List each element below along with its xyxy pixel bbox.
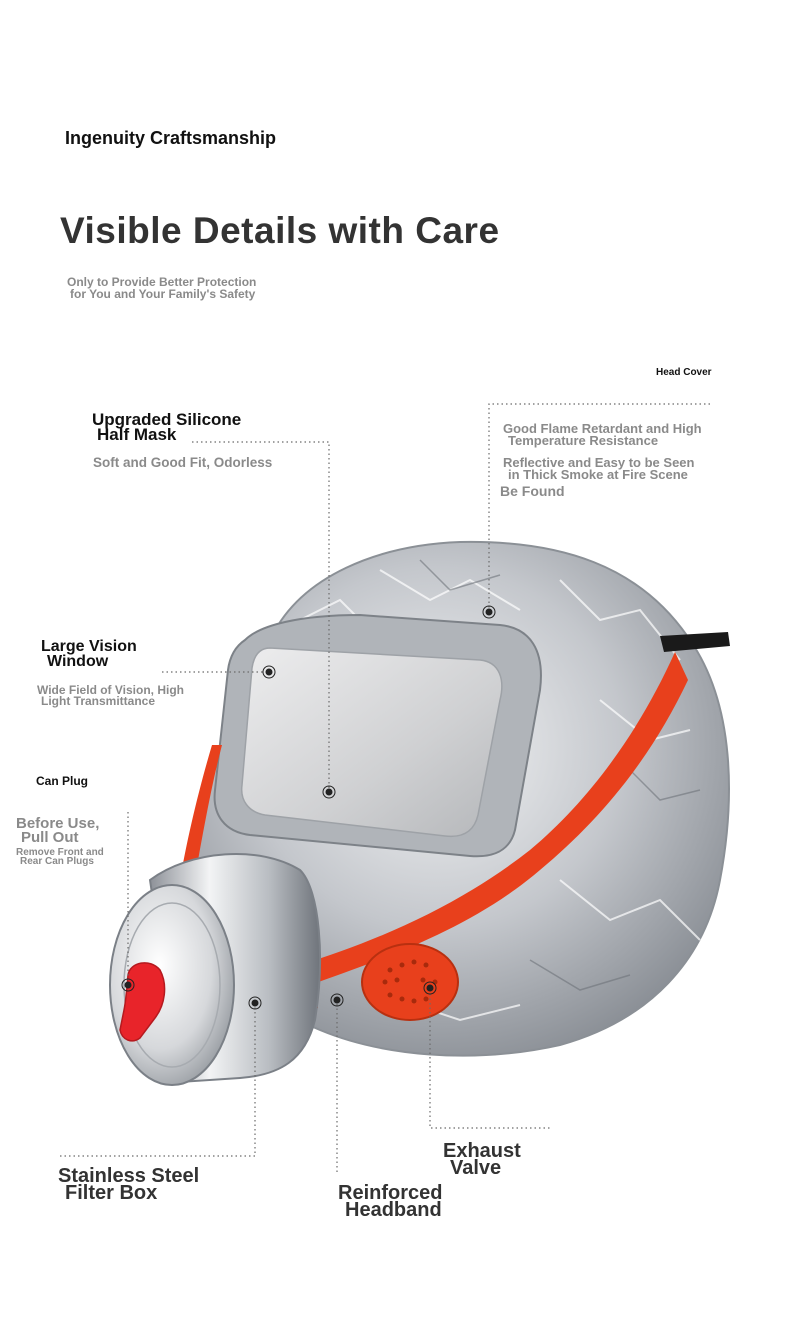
can-plug-desc-1: Before Use, (16, 815, 100, 832)
headband-title-1: Reinforced (338, 1182, 443, 1204)
leader-anchor-dots (121, 605, 496, 1010)
filter-box-title-1: Stainless Steel (58, 1165, 200, 1187)
exhaust-valve-title-2: Valve (450, 1157, 502, 1179)
headband-title-2: Headband (345, 1199, 442, 1221)
silicone-mask-desc: Soft and Good Fit, Odorless (93, 455, 273, 470)
can-plug-desc-3: Remove Front and (16, 847, 104, 858)
visor-window (240, 647, 503, 838)
exhaust-valve-title: Exhaust Valve (443, 1140, 521, 1179)
silicone-mask-title-1: Upgraded Silicone (92, 410, 242, 429)
vision-window-desc: Wide Field of Vision, High Light Transmi… (37, 683, 185, 708)
can-plug-desc-small: Remove Front and Rear Can Plugs (16, 847, 104, 867)
page-title: Visible Details with Care (60, 210, 500, 251)
silicone-mask-title-2: Half Mask (97, 425, 177, 444)
can-plug-desc: Before Use, Pull Out (16, 815, 100, 846)
vision-window-desc-1: Wide Field of Vision, High (37, 683, 185, 697)
vision-window-desc-2: Light Transmittance (41, 694, 156, 708)
head-cover-title: Head Cover (656, 367, 712, 378)
can-plug-title: Can Plug (36, 774, 89, 788)
exhaust-valve-shape (361, 943, 459, 1021)
can-plug-desc-2: Pull Out (21, 829, 79, 846)
headband-title: Reinforced Headband (338, 1182, 443, 1221)
head-cover-desc: Good Flame Retardant and High Temperatur… (500, 421, 702, 499)
vision-window-title-1: Large Vision (41, 638, 137, 655)
leader-silicone (192, 441, 330, 792)
filter-box-title-2: Filter Box (65, 1182, 158, 1204)
subtitle-line-1: Only to Provide Better Protection (67, 275, 257, 289)
head-cover-desc-1: Good Flame Retardant and High (503, 421, 702, 436)
silicone-mask-title: Upgraded Silicone Half Mask (92, 410, 242, 444)
leader-head-cover (488, 403, 710, 612)
subtitle: Only to Provide Better Protection for Yo… (67, 276, 256, 300)
can-plug-shape (119, 962, 166, 1042)
exhaust-valve-title-1: Exhaust (443, 1140, 521, 1162)
vision-window-title-2: Window (47, 653, 109, 670)
head-cover-desc-3: Reflective and Easy to be Seen (503, 455, 695, 470)
leader-filter (60, 1003, 256, 1157)
strap-end (660, 632, 730, 652)
head-cover-desc-5: Be Found (500, 483, 565, 499)
filter-box-title: Stainless Steel Filter Box (58, 1165, 200, 1204)
subtitle-line-2: for You and Your Family's Safety (70, 287, 256, 301)
head-cover-desc-2: Temperature Resistance (508, 433, 659, 448)
can-plug-desc-4: Rear Can Plugs (20, 856, 94, 867)
vision-window-title: Large Vision Window (41, 638, 137, 670)
head-cover-desc-4: in Thick Smoke at Fire Scene (508, 467, 688, 482)
kicker-text: Ingenuity Craftsmanship (65, 128, 277, 148)
